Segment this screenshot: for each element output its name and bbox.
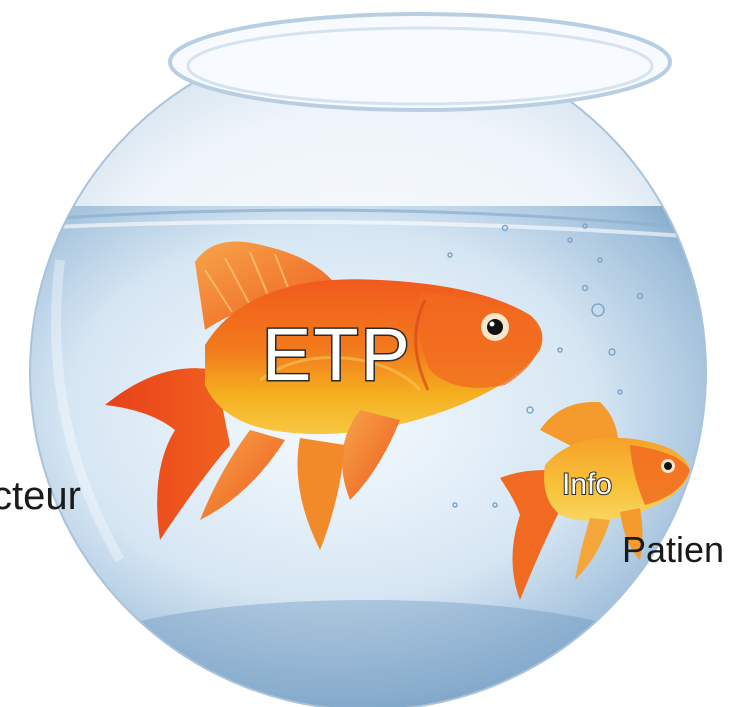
big-goldfish — [105, 241, 543, 550]
right-edge-text: Patien — [622, 529, 725, 570]
left-edge-text: cteur — [0, 474, 81, 518]
small-goldfish — [500, 401, 690, 600]
big-fish-label: ETP — [261, 313, 412, 396]
small-fish-label: Info — [561, 468, 613, 501]
bubbles — [447, 223, 644, 508]
